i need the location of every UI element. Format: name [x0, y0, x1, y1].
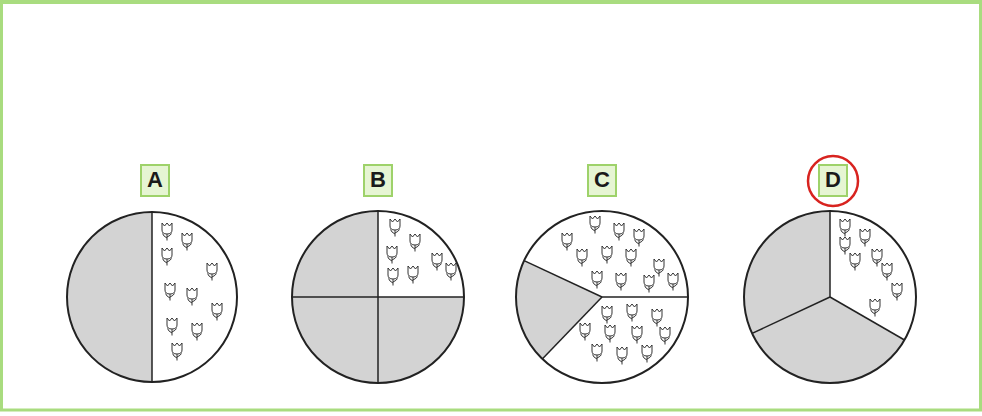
pie-d [744, 211, 916, 383]
option-letter-box: D [818, 164, 848, 197]
top-band [0, 0, 982, 4]
option-letter: C [594, 168, 610, 192]
option-letter-box: A [140, 164, 170, 197]
pie-c [516, 211, 688, 383]
pie-b [292, 211, 464, 383]
option-letter-box: B [363, 164, 393, 197]
option-letter: B [370, 168, 386, 192]
pie-a [67, 212, 237, 382]
option-letter-box: C [587, 164, 617, 197]
option-letter: A [147, 168, 163, 192]
option-letter: D [825, 168, 841, 192]
answer-circle [808, 156, 858, 206]
